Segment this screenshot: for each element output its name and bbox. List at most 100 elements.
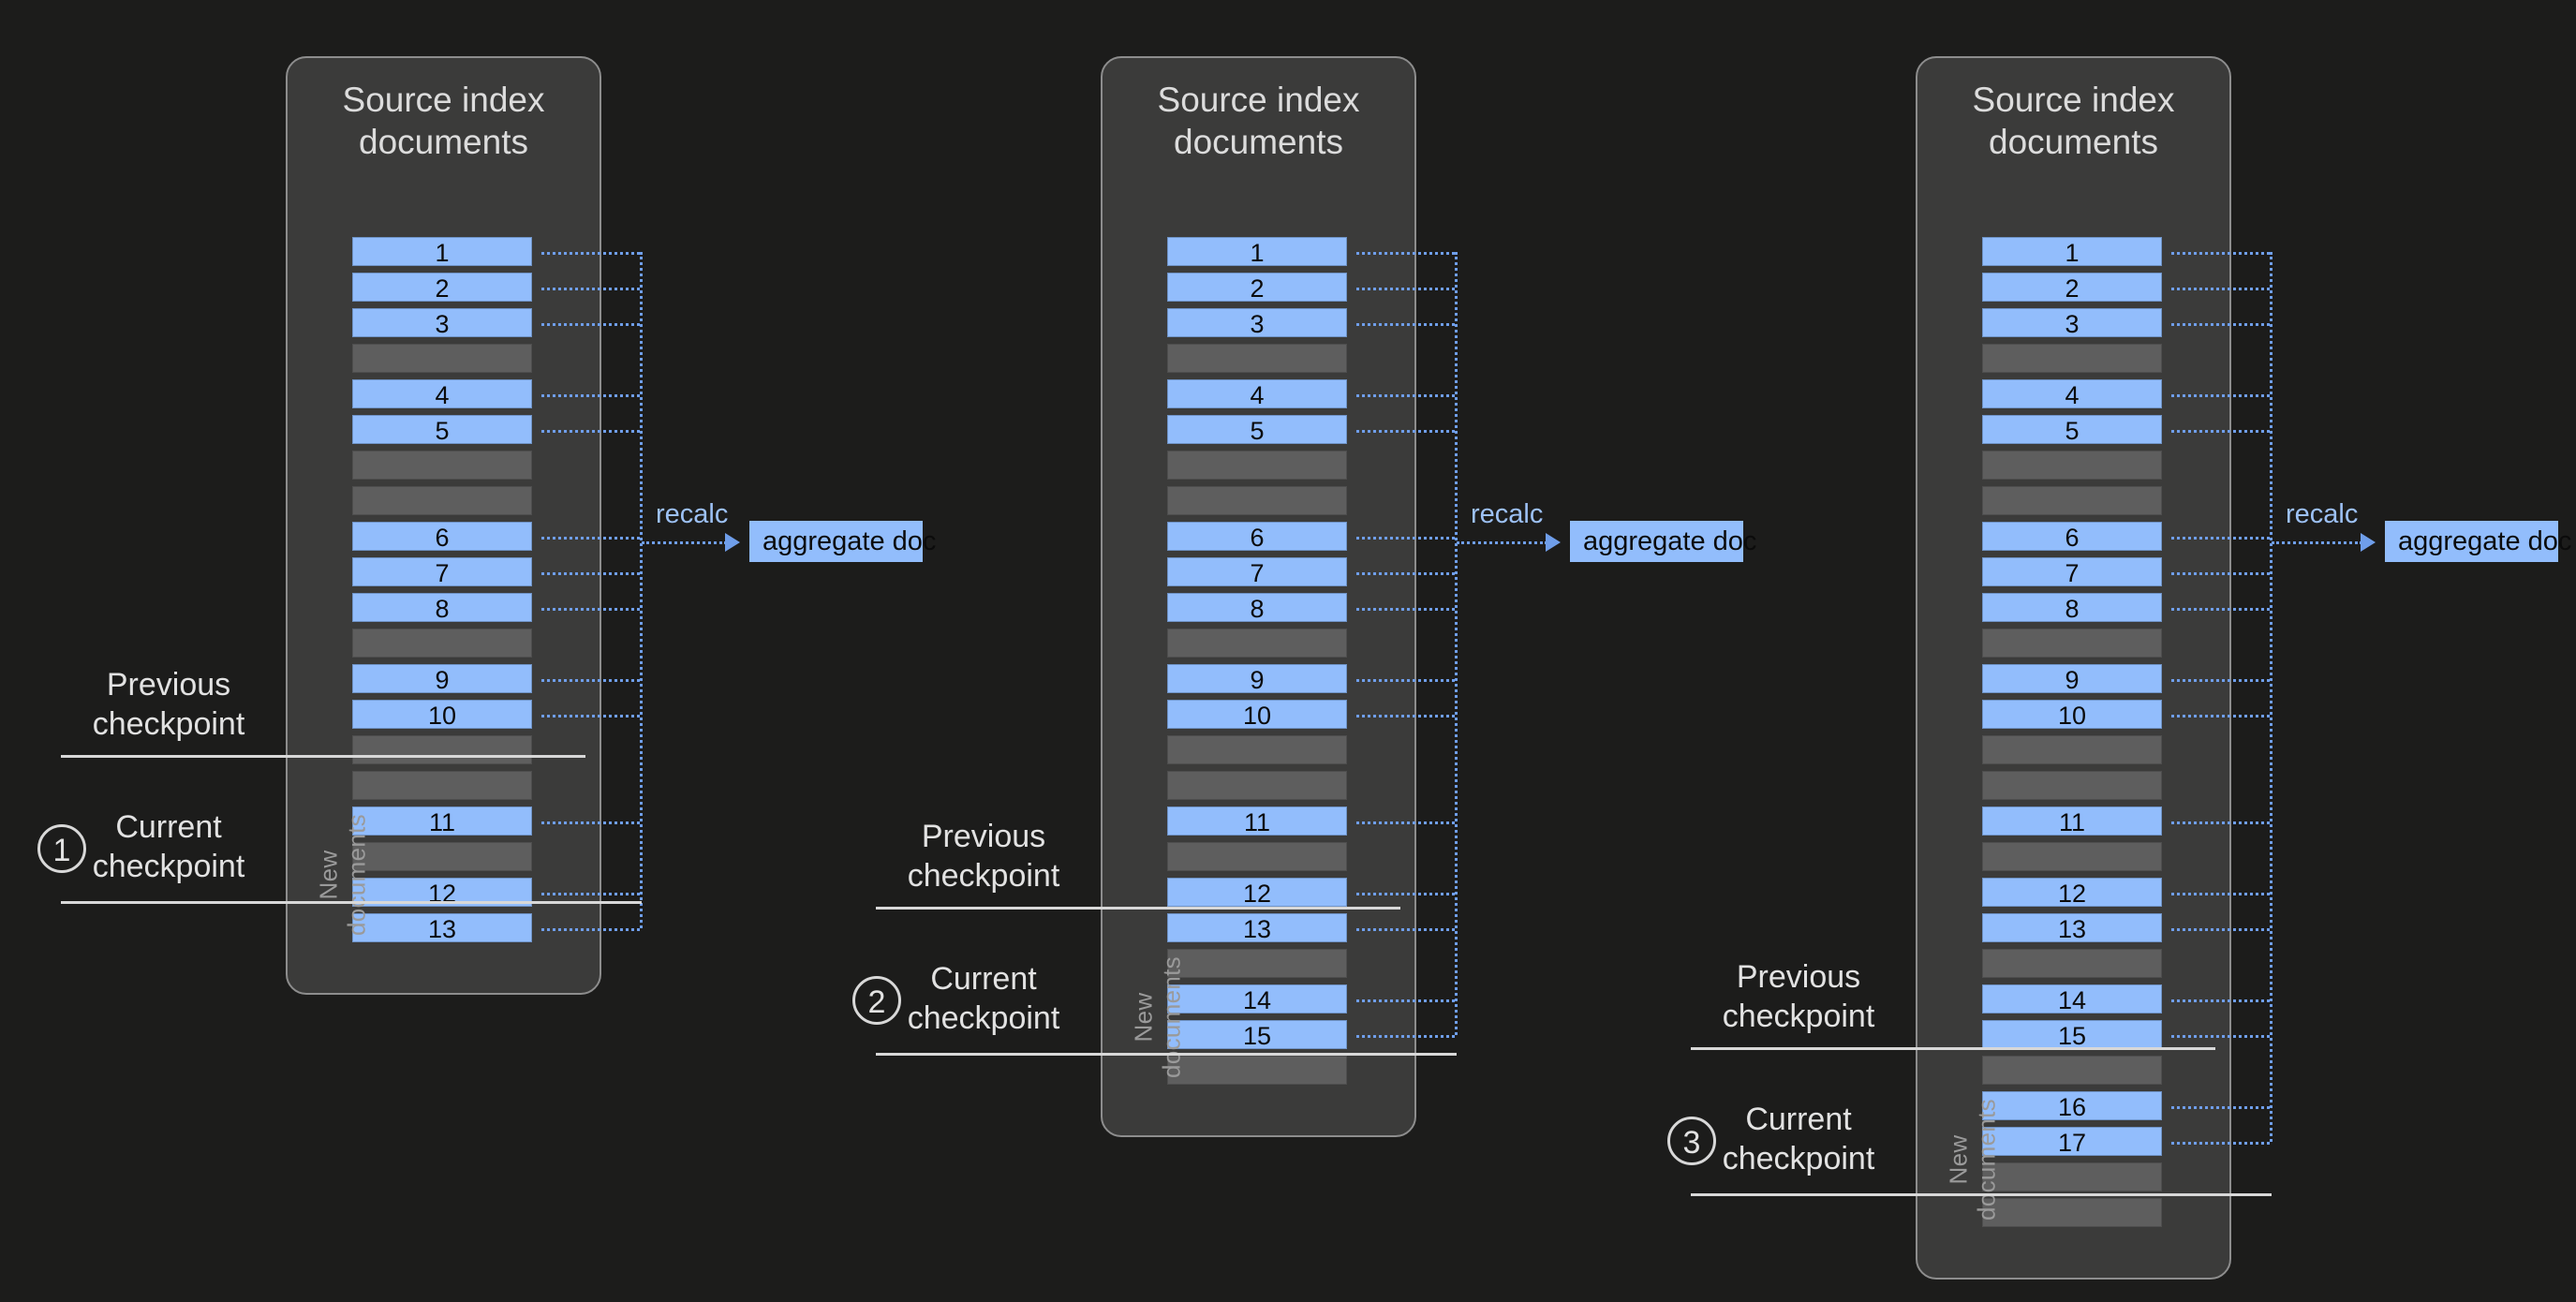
document-row: 7 [1167, 557, 1347, 587]
current-checkpoint-rule [61, 901, 642, 904]
recalc-arrow-head [2361, 533, 2376, 552]
connector-line [1356, 608, 1455, 611]
document-row: 6 [1982, 522, 2162, 552]
current-checkpoint-rule [876, 1053, 1457, 1056]
document-row: 2 [1167, 273, 1347, 303]
document-row: 9 [1167, 664, 1347, 694]
connector-line [541, 537, 640, 540]
connector-line [1356, 430, 1455, 433]
empty-slot-row [1982, 1056, 2162, 1085]
previous-checkpoint-label: Previous checkpoint [907, 819, 1060, 894]
current-checkpoint-label: Current checkpoint [1722, 1102, 1875, 1176]
document-row: 12 [1167, 878, 1347, 908]
document-row: 3 [1167, 308, 1347, 338]
document-row: 11 [352, 806, 532, 836]
connector-line [2171, 893, 2270, 895]
document-row: 1 [1982, 237, 2162, 267]
empty-slot-row [1982, 771, 2162, 800]
previous-checkpoint-rule [61, 755, 585, 758]
empty-slot-row [1167, 344, 1347, 373]
connector-line [1356, 928, 1455, 931]
empty-slot-row [1982, 1162, 2162, 1191]
connector-line [2171, 537, 2270, 540]
document-row: 5 [1167, 415, 1347, 445]
aggregate-doc-box: aggregate doc [2385, 521, 2571, 562]
empty-slot-row [1982, 344, 2162, 373]
document-row: 5 [352, 415, 532, 445]
empty-slot-row [1167, 771, 1347, 800]
document-row: 13 [1982, 913, 2162, 943]
connector-line [1356, 821, 1455, 824]
recalc-arrow-head [1546, 533, 1561, 552]
document-row: 3 [352, 308, 532, 338]
document-row: 8 [1167, 593, 1347, 623]
recalc-arrow-line [2272, 541, 2362, 544]
new-documents-label: New documents [314, 814, 371, 936]
source-index-panel-1: Source index documents [286, 56, 601, 995]
connector-line [2171, 821, 2270, 824]
connector-line [541, 430, 640, 433]
connector-line [2171, 715, 2270, 718]
document-row: 3 [1982, 308, 2162, 338]
connector-line [541, 394, 640, 397]
recalc-arrow-line [1457, 541, 1547, 544]
empty-slot-row [1982, 1198, 2162, 1227]
document-row: 4 [1167, 379, 1347, 409]
recalc-arrow-head [725, 533, 740, 552]
document-row: 14 [1167, 984, 1347, 1014]
empty-slot-row [352, 486, 532, 515]
document-row: 9 [352, 664, 532, 694]
connector-bus [1455, 252, 1458, 1035]
document-row: 9 [1982, 664, 2162, 694]
empty-slot-row [1982, 949, 2162, 978]
connector-line [2171, 430, 2270, 433]
step-number-2: 2 [852, 976, 901, 1025]
document-row: 10 [1167, 700, 1347, 730]
empty-slot-row [1982, 451, 2162, 480]
empty-slot-row [1167, 735, 1347, 764]
connector-line [1356, 572, 1455, 575]
connector-line [2171, 679, 2270, 682]
document-row: 16 [1982, 1091, 2162, 1121]
connector-line [2171, 394, 2270, 397]
recalc-label: recalc [1471, 499, 1544, 529]
empty-slot-row [1167, 486, 1347, 515]
previous-checkpoint-label: Previous checkpoint [1722, 959, 1875, 1034]
empty-slot-row [1982, 842, 2162, 871]
empty-slot-row [1167, 842, 1347, 871]
document-row: 11 [1982, 806, 2162, 836]
connector-line [1356, 288, 1455, 290]
panel-title: Source index documents [342, 81, 545, 161]
connector-line [541, 288, 640, 290]
connector-line [1356, 323, 1455, 326]
empty-slot-row [352, 629, 532, 658]
document-row: 6 [1167, 522, 1347, 552]
document-row: 12 [1982, 878, 2162, 908]
empty-slot-row [352, 842, 532, 871]
document-row: 15 [1167, 1020, 1347, 1050]
connector-line [541, 715, 640, 718]
empty-slot-row [1167, 1056, 1347, 1085]
document-row: 11 [1167, 806, 1347, 836]
new-documents-label: New documents [1944, 1099, 2001, 1221]
empty-slot-row [352, 451, 532, 480]
recalc-arrow-line [642, 541, 727, 544]
document-row: 17 [1982, 1127, 2162, 1157]
aggregate-doc-box: aggregate doc [1570, 521, 1756, 562]
current-checkpoint-label: Current checkpoint [92, 809, 245, 884]
connector-line [541, 893, 640, 895]
connector-line [1356, 537, 1455, 540]
document-row: 5 [1982, 415, 2162, 445]
empty-slot-row [1167, 949, 1347, 978]
connector-line [541, 821, 640, 824]
document-row: 13 [1167, 913, 1347, 943]
document-row: 2 [1982, 273, 2162, 303]
connector-bus [640, 252, 643, 928]
document-row: 4 [352, 379, 532, 409]
empty-slot-row [1982, 735, 2162, 764]
document-row: 15 [1982, 1020, 2162, 1050]
connector-line [541, 679, 640, 682]
document-row: 1 [1167, 237, 1347, 267]
connector-line [2171, 1035, 2270, 1038]
connector-line [2171, 1106, 2270, 1109]
